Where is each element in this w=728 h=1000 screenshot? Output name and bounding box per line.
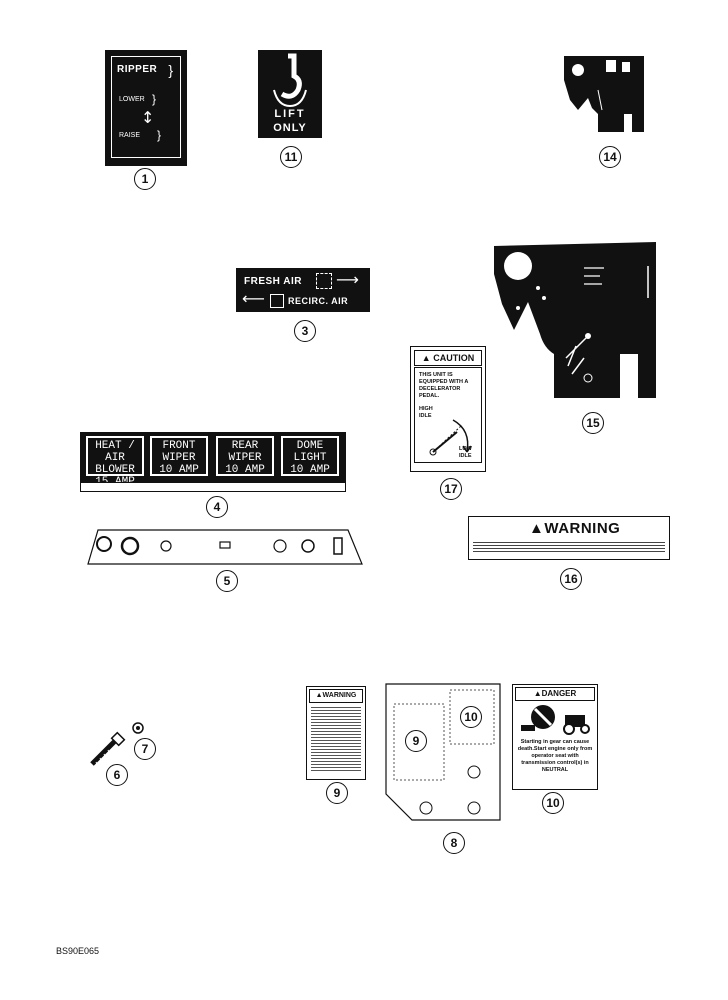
warning-strip-header: ▲WARNING bbox=[529, 520, 621, 537]
callout-8-inner-9: 9 bbox=[405, 730, 427, 752]
warning-triangle-icon: ▲ bbox=[529, 520, 545, 537]
low-idle-label: LOW IDLE bbox=[459, 446, 472, 459]
pedal-gauge-icon bbox=[429, 419, 472, 456]
warning-triangle-icon: ▲ bbox=[421, 353, 431, 363]
caution-header: ▲ CAUTION bbox=[414, 350, 482, 366]
hook-icon bbox=[273, 53, 307, 108]
screw-nut-hardware bbox=[90, 722, 144, 767]
callout-8: 8 bbox=[443, 832, 465, 854]
warning-strip-decal: ▲WARNING bbox=[468, 516, 670, 560]
fuse-cell-blower: HEAT / AIR BLOWER 15 AMP bbox=[86, 436, 144, 488]
recirc-air-label: RECIRC. AIR bbox=[288, 296, 349, 306]
arrow-left-icon: ⟵ bbox=[242, 289, 265, 308]
caution-panel: THIS UNIT IS EQUIPPED WITH A DECELERATOR… bbox=[414, 367, 482, 463]
danger-decal: ▲DANGER Starting in gear can cause death… bbox=[512, 684, 598, 790]
fuse-cell-dome-light: DOME LIGHT 10 AMP bbox=[281, 436, 339, 476]
control-plate-large bbox=[494, 242, 656, 398]
ripper-title: RIPPER bbox=[117, 64, 158, 75]
control-plate-small bbox=[564, 56, 644, 132]
warning-decal-9: ▲WARNING bbox=[306, 686, 366, 780]
high-idle-label: HIGH IDLE bbox=[419, 406, 433, 419]
callout-14: 14 bbox=[599, 146, 621, 168]
lift-only-decal: LIFT ONLY bbox=[258, 50, 322, 138]
callout-3: 3 bbox=[294, 320, 316, 342]
backing-plate bbox=[385, 683, 501, 821]
callout-1: 1 bbox=[134, 168, 156, 190]
callout-11: 11 bbox=[280, 146, 302, 168]
warning-9-text bbox=[311, 705, 361, 773]
fuse-decal-strip bbox=[80, 482, 346, 492]
callout-4: 4 bbox=[206, 496, 228, 518]
fuse-decal: HEAT / AIR BLOWER 15 AMP FRONT WIPER 10 … bbox=[80, 432, 346, 488]
tractor-hazard-icon bbox=[521, 705, 590, 735]
ripper-lower-label: LOWER bbox=[119, 96, 145, 103]
callout-17: 17 bbox=[440, 478, 462, 500]
fuse-cell-rear-wiper: REAR WIPER 10 AMP bbox=[216, 436, 274, 476]
callout-6: 6 bbox=[106, 764, 128, 786]
warning-triangle-icon: ▲ bbox=[533, 689, 542, 698]
warning-strip-text bbox=[473, 540, 665, 554]
callout-9: 9 bbox=[326, 782, 348, 804]
lift-line1: LIFT bbox=[274, 108, 306, 120]
warning-9-header: ▲WARNING bbox=[309, 689, 363, 703]
lift-line2: ONLY bbox=[273, 122, 307, 134]
switch-panel-decal bbox=[87, 529, 363, 565]
ripper-raise-label: RAISE bbox=[119, 132, 141, 139]
warning-triangle-icon: ▲ bbox=[315, 692, 323, 699]
air-select-decal: FRESH AIR ⟶ ⟵ RECIRC. AIR bbox=[236, 268, 370, 312]
danger-header: ▲DANGER bbox=[515, 687, 595, 701]
figure-id: BS90E065 bbox=[56, 946, 100, 956]
caution-body: THIS UNIT IS EQUIPPED WITH A DECELERATOR… bbox=[419, 372, 469, 399]
callout-15: 15 bbox=[582, 412, 604, 434]
danger-body: Starting in gear can cause death.Start e… bbox=[517, 739, 593, 773]
fuse-cell-front-wiper: FRONT WIPER 10 AMP bbox=[150, 436, 208, 476]
arrow-right-icon: ⟶ bbox=[336, 270, 359, 289]
callout-5: 5 bbox=[216, 570, 238, 592]
callout-7: 7 bbox=[134, 738, 156, 760]
callout-8-inner-10: 10 bbox=[460, 706, 482, 728]
callout-10: 10 bbox=[542, 792, 564, 814]
callout-16: 16 bbox=[560, 568, 582, 590]
ripper-decal: RIPPER } LOWER } ↕ RAISE } bbox=[105, 50, 187, 166]
arrow-updown-icon: ↕ bbox=[141, 108, 155, 127]
fan-icon bbox=[316, 273, 332, 289]
caution-decal: ▲ CAUTION THIS UNIT IS EQUIPPED WITH A D… bbox=[410, 346, 486, 472]
recirc-icon bbox=[270, 294, 284, 308]
fresh-air-label: FRESH AIR bbox=[244, 276, 303, 287]
